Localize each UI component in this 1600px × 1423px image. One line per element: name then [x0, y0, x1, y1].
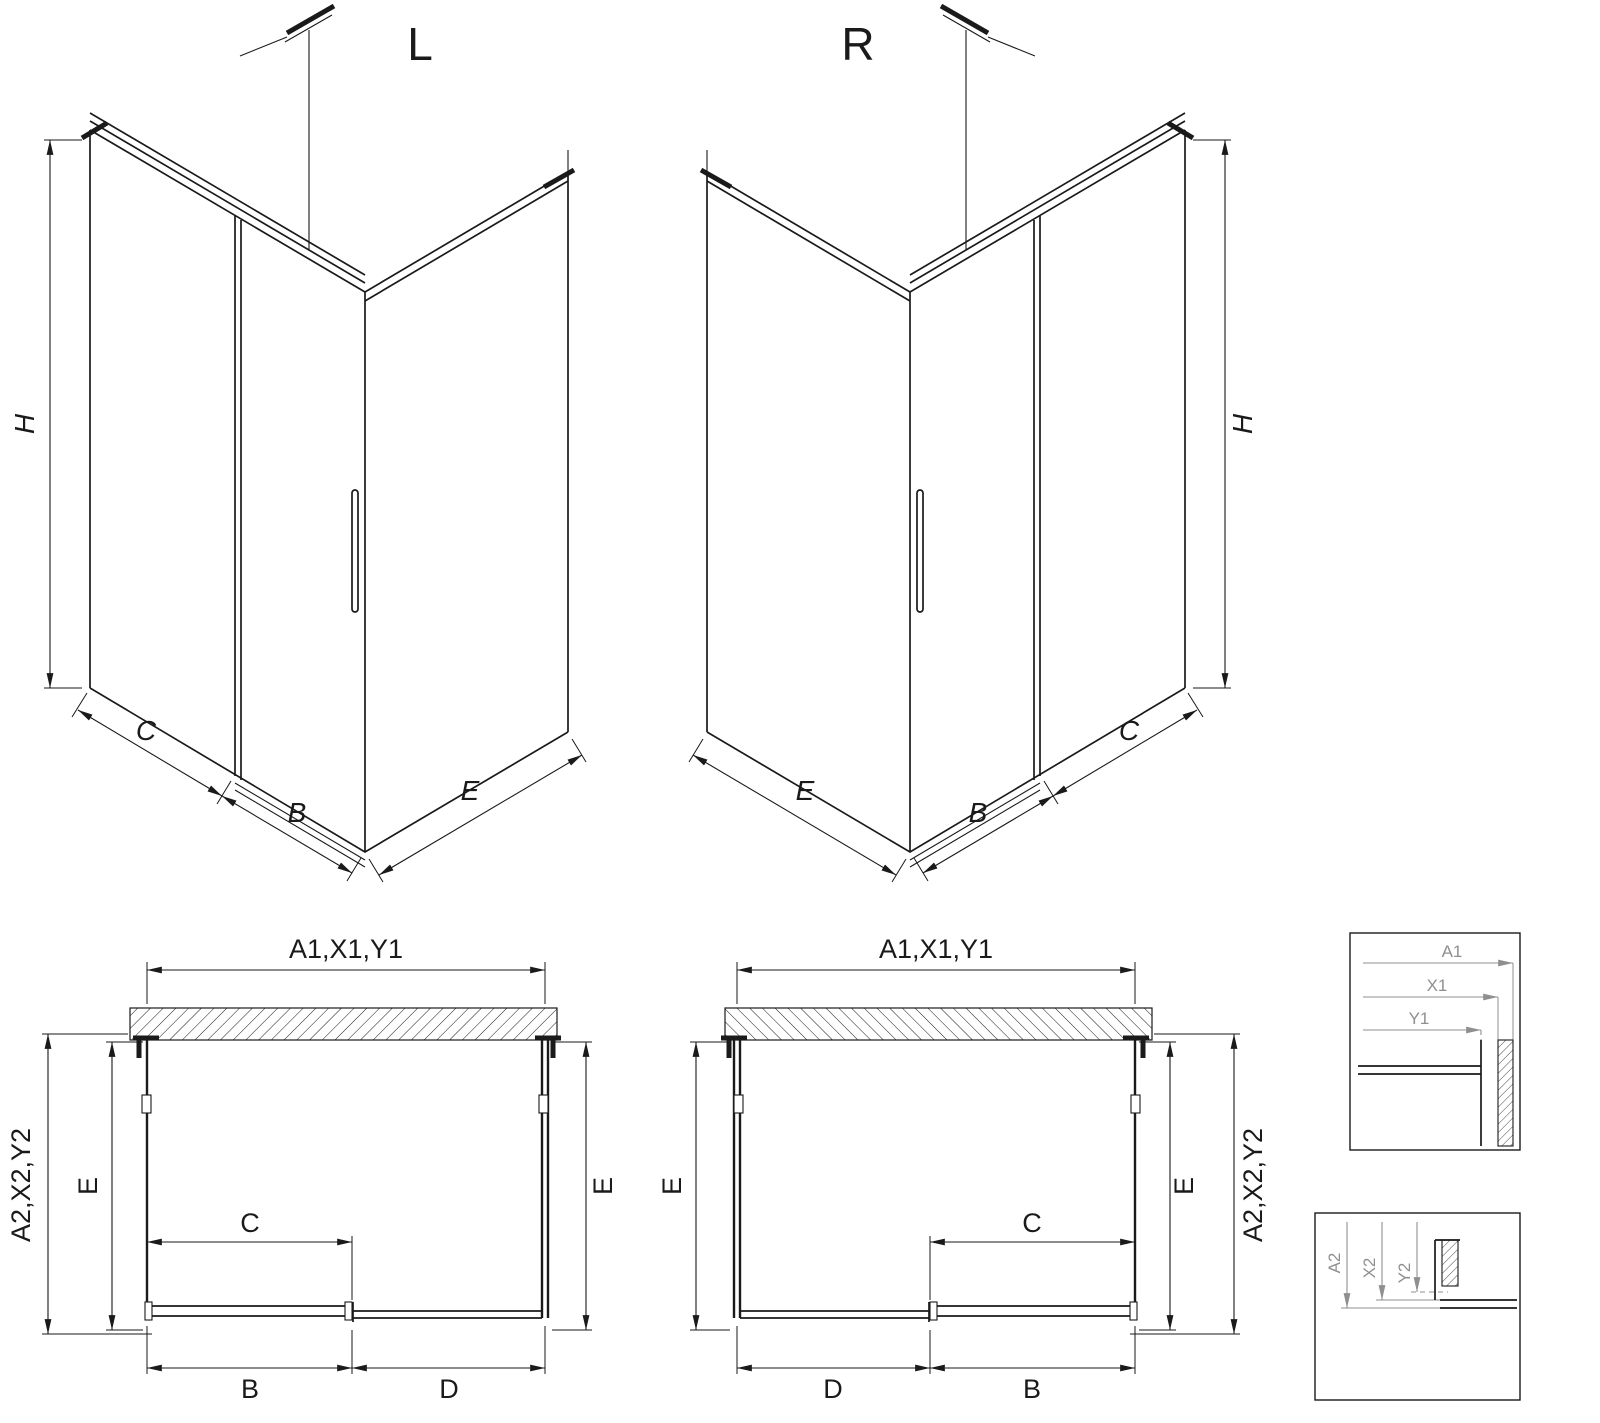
- dim-bottom-left-wall: [71, 692, 362, 882]
- plan-view-drawing: [42, 962, 592, 1374]
- glass-panels: [89, 129, 569, 853]
- detail-a1-label: A1: [1442, 942, 1463, 961]
- sliding-door-plan: [144, 1301, 542, 1322]
- plan-left-d-label: D: [439, 1374, 459, 1404]
- detail-x1-label: X1: [1427, 976, 1448, 995]
- dim-height: [44, 139, 82, 689]
- plan-left-b-label: B: [241, 1374, 259, 1404]
- wall-hatch: [129, 1007, 558, 1041]
- door-handle: [351, 489, 359, 613]
- dim-label-h-right: H: [1227, 413, 1258, 434]
- top-rail: [89, 112, 366, 284]
- dim-label-b-left: B: [288, 797, 307, 828]
- dim-c-opening: [147, 1236, 353, 1300]
- dim-bottom-widths: [146, 1326, 546, 1374]
- plan-left-top-label: A1,X1,Y1: [289, 934, 403, 964]
- view-title-left: L: [407, 18, 433, 70]
- ceiling-support-bracket: [239, 3, 336, 250]
- detail-y2-label: Y2: [1395, 1263, 1414, 1284]
- detail-x2-label: X2: [1360, 1258, 1379, 1279]
- plan-right-side-label: A2,X2,Y2: [1238, 1128, 1268, 1242]
- plan-right-e-right-label: E: [1169, 1177, 1199, 1195]
- wall-brackets: [80, 120, 576, 190]
- plan-left-e-left-label: E: [73, 1177, 103, 1195]
- detail-y1-label: Y1: [1409, 1009, 1430, 1028]
- view-title-right: R: [841, 18, 874, 70]
- dim-label-b-right: B: [969, 797, 988, 828]
- plan-view-drawing-mirrored: [690, 962, 1240, 1374]
- plan-right-d-label: D: [823, 1374, 843, 1404]
- detail-view-bottom: A2 X2 Y2: [1314, 1212, 1521, 1401]
- plan-left-c-label: C: [240, 1208, 260, 1238]
- iso-shower-enclosure-drawing-mirrored: [689, 6, 1231, 882]
- plan-right-b-label: B: [1023, 1374, 1041, 1404]
- dim-label-c-left: C: [136, 715, 157, 746]
- dim-label-h-left: H: [9, 413, 40, 434]
- dim-e-near: [106, 1041, 143, 1331]
- detail-a2-label: A2: [1325, 1253, 1344, 1274]
- dim-label-e-left: E: [461, 775, 480, 806]
- plan-right-top-label: A1,X1,Y1: [879, 934, 993, 964]
- side-glass-left: [133, 1035, 159, 1318]
- sliding-door-panel: [234, 216, 366, 868]
- dim-bottom-side-wall: [368, 738, 587, 883]
- dim-top-width: [146, 962, 546, 1004]
- dim-e-far: [552, 1041, 592, 1331]
- dim-side-overall: [42, 1033, 152, 1335]
- iso-shower-enclosure-drawing: [44, 3, 587, 883]
- side-glass-right: [535, 1035, 561, 1318]
- wall-profile-section: [1441, 1239, 1459, 1287]
- dim-label-c-right: C: [1119, 715, 1140, 746]
- wall-profile-section: [1497, 1039, 1514, 1147]
- plan-right-c-label: C: [1022, 1208, 1042, 1238]
- plan-right-e-left-label: E: [657, 1177, 687, 1195]
- plan-left-side-label: A2,X2,Y2: [6, 1128, 36, 1242]
- detail-view-top: A1 X1 Y1: [1349, 932, 1521, 1151]
- plan-left-e-right-label: E: [588, 1177, 618, 1195]
- dim-label-e-right: E: [796, 775, 815, 806]
